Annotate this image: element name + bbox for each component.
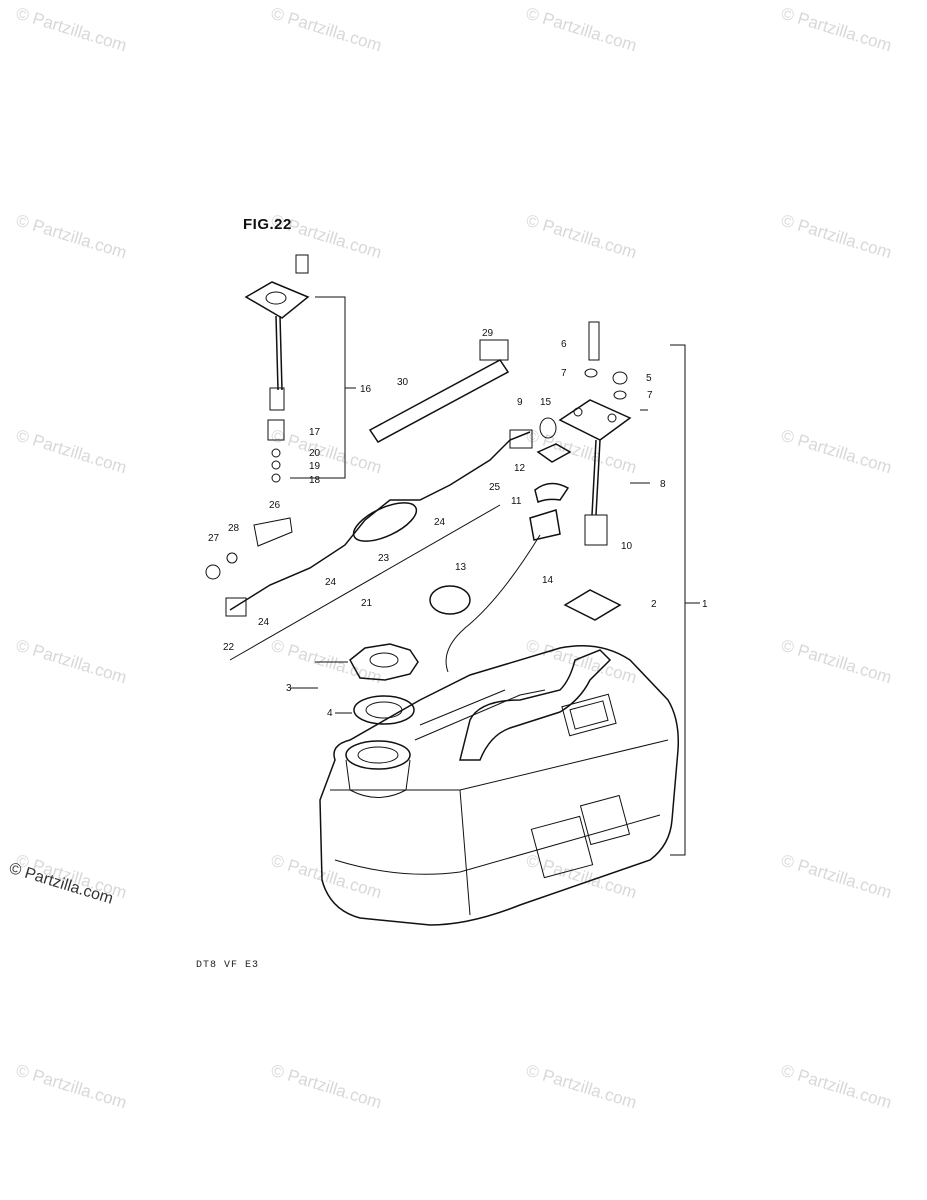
callout-30: 30 <box>397 377 409 388</box>
callout-27: 27 <box>208 533 220 544</box>
bracket-lines <box>229 296 700 856</box>
small-parts <box>205 443 572 673</box>
callout-22: 22 <box>223 642 235 653</box>
watermark-text: © Partzilla.com <box>269 426 384 478</box>
callout-9: 9 <box>517 397 523 408</box>
callout-2: 2 <box>651 599 657 610</box>
callout-6: 6 <box>561 339 567 350</box>
callout-4: 4 <box>327 708 333 719</box>
callout-5: 5 <box>646 373 652 384</box>
watermark-text: © Partzilla.com <box>14 4 129 56</box>
callout-7a: 7 <box>561 368 567 379</box>
watermark-text: © Partzilla.com <box>779 426 894 478</box>
fuel-cap <box>349 643 419 681</box>
watermark-text: © Partzilla.com <box>269 636 384 688</box>
callout-26: 26 <box>269 500 281 511</box>
callout-24b: 24 <box>258 617 270 628</box>
watermark-grid: © Partzilla.com © Partzilla.com © Partzill… <box>14 4 894 1113</box>
callout-3: 3 <box>286 683 292 694</box>
watermark-text: © Partzilla.com <box>269 1061 384 1113</box>
callout-29: 29 <box>482 328 494 339</box>
fuel-pickup-assembly <box>558 321 632 621</box>
watermark-text: © Partzilla.com <box>269 851 384 903</box>
watermark-text: © Partzilla.com <box>779 851 894 903</box>
callout-17: 17 <box>309 427 321 438</box>
watermark-text: © Partzilla.com <box>524 636 639 688</box>
callout-15: 15 <box>540 397 552 408</box>
watermark-text: © Partzilla.com <box>14 636 129 688</box>
figure-title: FIG.22 <box>243 216 292 233</box>
callout-19: 19 <box>309 461 321 472</box>
cap-gasket <box>353 695 415 725</box>
watermark-text: © Partzilla.com <box>14 426 129 478</box>
callout-1: 1 <box>702 599 708 610</box>
model-code: DT8 VF E3 <box>196 960 260 971</box>
callout-16: 16 <box>360 384 372 395</box>
fuel-tank <box>319 645 680 926</box>
watermark-text: © Partzilla.com <box>524 1061 639 1113</box>
callout-24c: 24 <box>434 517 446 528</box>
watermark-text: © Partzilla.com <box>779 4 894 56</box>
watermark-text: © Partzilla.com <box>14 211 129 263</box>
watermark-text: © Partzilla.com <box>779 636 894 688</box>
callout-13: 13 <box>455 562 467 573</box>
callout-7b: 7 <box>647 390 653 401</box>
callout-28: 28 <box>228 523 240 534</box>
callout-11: 11 <box>511 496 522 507</box>
callout-10: 10 <box>621 541 633 552</box>
fuel-connector <box>368 339 510 443</box>
watermark-text: © Partzilla.com <box>14 1061 129 1113</box>
callout-14: 14 <box>542 575 554 586</box>
callout-18: 18 <box>309 475 321 486</box>
callout-23: 23 <box>378 553 390 564</box>
watermark-text: © Partzilla.com <box>524 851 639 903</box>
watermark-text: © Partzilla.com <box>524 4 639 56</box>
watermark-text: © Partzilla.com <box>779 1061 894 1113</box>
callout-labels: 1 2 3 4 5 6 7 7 8 9 10 11 12 13 14 15 16… <box>208 328 708 719</box>
watermark-text: © Partzilla.com <box>269 4 384 56</box>
watermark-text: © Partzilla.com <box>779 211 894 263</box>
fuel-hose-assembly <box>225 417 557 617</box>
callout-12: 12 <box>514 463 526 474</box>
callout-21: 21 <box>361 598 373 609</box>
fuel-gauge-assembly <box>244 254 310 483</box>
callout-20: 20 <box>309 448 321 459</box>
callout-24a: 24 <box>325 577 337 588</box>
callout-25: 25 <box>489 482 501 493</box>
watermark-text: © Partzilla.com <box>524 211 639 263</box>
callout-8: 8 <box>660 479 666 490</box>
